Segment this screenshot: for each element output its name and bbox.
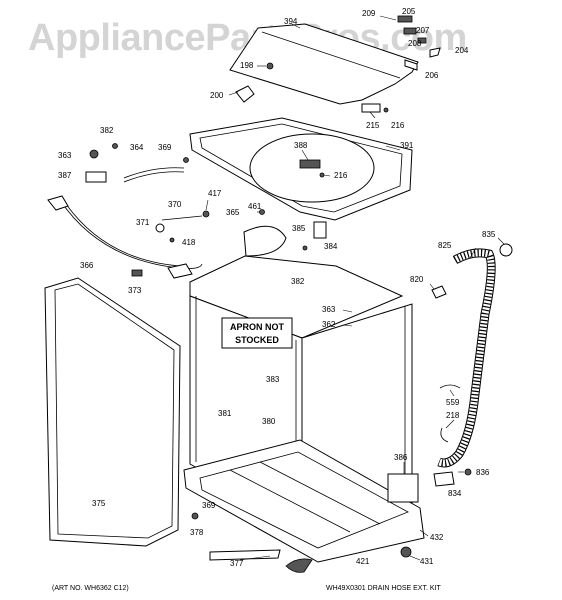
callout-366: 366	[80, 261, 94, 270]
base-part	[183, 439, 425, 563]
callout-364: 364	[130, 143, 144, 152]
callout-200: 200	[210, 91, 224, 100]
front-panel-375	[44, 277, 181, 547]
callout-388: 388	[294, 141, 308, 150]
frame-366	[47, 195, 203, 279]
callout-373: 373	[128, 286, 142, 295]
callout-362: 362	[322, 320, 336, 329]
callout-559: 559	[446, 398, 460, 407]
callout-363-cabinet: 363	[322, 305, 336, 314]
callout-417: 417	[208, 189, 222, 198]
leader-lines	[205, 15, 505, 561]
callout-209: 209	[362, 9, 376, 18]
callout-383: 383	[266, 375, 280, 384]
lid-hinge-parts	[397, 15, 441, 71]
callout-835: 835	[482, 230, 496, 239]
small-fasteners	[85, 143, 189, 183]
callout-216-lid: 216	[391, 121, 405, 130]
callout-418: 418	[182, 238, 196, 247]
top-cover-part	[189, 117, 413, 221]
callout-386: 386	[394, 453, 408, 462]
callout-198: 198	[240, 61, 254, 70]
callout-834: 834	[448, 489, 462, 498]
callout-836: 836	[476, 468, 490, 477]
callout-205: 205	[402, 7, 416, 16]
drain-hose-825	[437, 248, 496, 468]
callout-381: 381	[218, 409, 232, 418]
apron-note-line2: STOCKED	[235, 335, 279, 345]
callout-218: 218	[446, 411, 460, 420]
callout-371: 371	[136, 218, 150, 227]
bracket-365	[243, 209, 287, 257]
callout-206: 206	[425, 71, 439, 80]
callout-378: 378	[190, 528, 204, 537]
callout-215: 215	[366, 121, 380, 130]
art-number: (ART NO. WH6362 C12)	[52, 585, 129, 592]
callout-labels: 394 209 205 207 208 204 206 198 200 215 …	[58, 7, 496, 568]
callout-391: 391	[400, 141, 414, 150]
callout-377: 377	[230, 559, 244, 568]
callout-369-top: 369	[158, 143, 172, 152]
rod-370	[155, 210, 210, 243]
callout-207: 207	[416, 26, 430, 35]
lid-bumper-parts	[235, 62, 389, 113]
callout-382-top: 382	[100, 126, 114, 135]
apron-note-box: APRON NOT STOCKED	[221, 317, 293, 349]
callout-394: 394	[284, 17, 298, 26]
drain-hose-kit-note: WH49X0301 DRAIN HOSE EXT. KIT	[326, 585, 441, 592]
callout-363-top: 363	[58, 151, 72, 160]
suspension-rod-364	[123, 167, 185, 183]
callout-380: 380	[262, 417, 276, 426]
bracket-385-384	[131, 221, 327, 277]
callout-375: 375	[92, 499, 106, 508]
callout-384: 384	[324, 242, 338, 251]
callout-432: 432	[430, 533, 444, 542]
callout-208: 208	[408, 39, 422, 48]
callout-461: 461	[248, 202, 262, 211]
callout-204: 204	[455, 46, 469, 55]
callout-216-cover: 216	[334, 171, 348, 180]
drain-hose-clamp-377	[191, 512, 313, 573]
hose-accessories	[431, 243, 513, 487]
callout-385: 385	[292, 224, 306, 233]
callout-421: 421	[356, 557, 370, 566]
callout-431: 431	[420, 557, 434, 566]
callout-369-base: 369	[202, 501, 216, 510]
callout-825: 825	[438, 241, 452, 250]
callout-365: 365	[226, 208, 240, 217]
callout-387: 387	[58, 171, 72, 180]
callout-370: 370	[168, 200, 182, 209]
apron-note-line1: APRON NOT	[230, 322, 285, 332]
lid-part	[229, 23, 419, 105]
callout-820: 820	[410, 275, 424, 284]
callout-382-cabinet: 382	[291, 277, 305, 286]
